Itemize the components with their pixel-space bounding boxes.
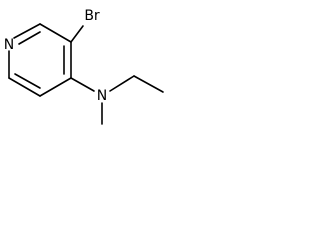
atom-label-pyridine-n: N	[4, 37, 14, 53]
bond-n-ethyl-ch2	[109, 75, 135, 92]
chemical-structure: N Br N	[4, 8, 164, 125]
bond-c2-c3	[39, 23, 72, 43]
bond-c4-n	[70, 77, 95, 92]
bond-c5-c6-inner	[14, 73, 41, 89]
bond-n1-c2	[13, 23, 41, 39]
bond-c4-c5	[39, 77, 72, 97]
atom-label-br: Br	[84, 8, 100, 24]
bond-ethyl-ch2-ch3	[133, 75, 164, 93]
bond-n1-c2-inner	[18, 31, 41, 45]
atom-label-amine-n: N	[97, 88, 107, 104]
bond-c5-c6	[8, 77, 41, 97]
bond-c3-br	[70, 25, 84, 43]
